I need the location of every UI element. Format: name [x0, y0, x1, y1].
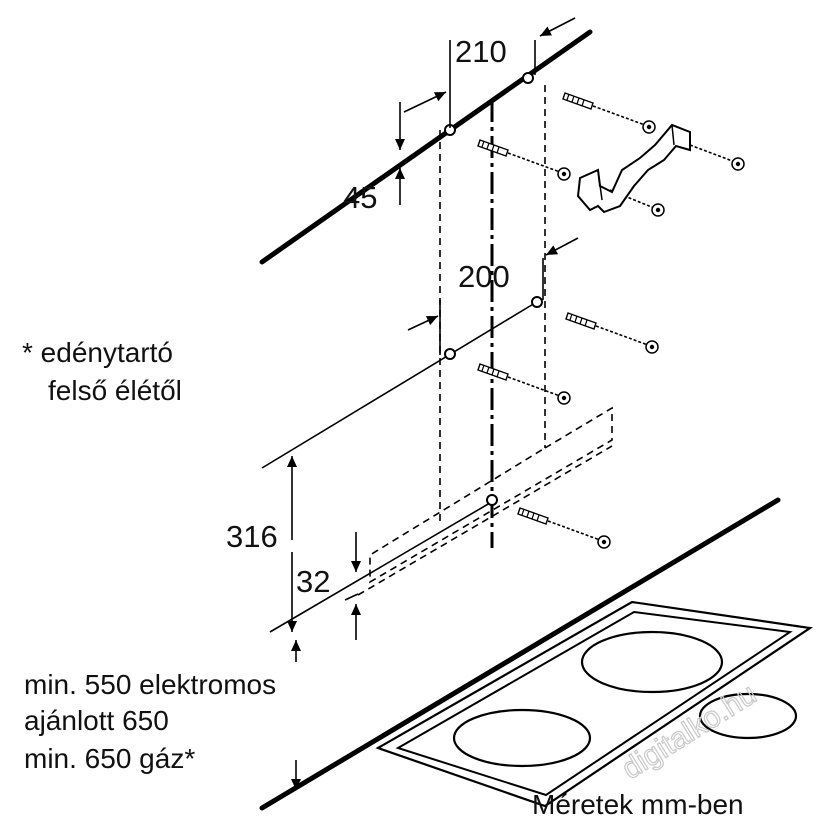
cooktop — [375, 600, 813, 808]
dowel-5 — [517, 507, 611, 549]
note-pot-line2: felső élétől — [48, 375, 182, 406]
units-note: Méretek mm-ben — [532, 789, 744, 820]
reference-line-lower — [269, 499, 496, 633]
dim-200-label: 200 — [458, 259, 510, 294]
reference-line-upper — [261, 299, 541, 469]
hole-mid-left — [444, 348, 456, 360]
hole-mid-right — [531, 296, 543, 308]
dowel-3 — [565, 312, 659, 354]
dim-32-label: 32 — [296, 564, 330, 599]
note-pot-line1: * edénytartó — [22, 337, 173, 368]
mounting-bracket — [576, 123, 691, 214]
note-min-gas: min. 650 gáz* — [24, 743, 195, 774]
dowel-1 — [562, 92, 656, 134]
dim-316-label: 316 — [226, 519, 278, 554]
dim-45-label: 45 — [343, 180, 377, 215]
hole-lower — [486, 494, 498, 506]
ceiling-line — [259, 29, 593, 265]
countertop-line — [259, 497, 781, 811]
dim-210-label: 210 — [455, 34, 507, 69]
chimney-outline — [369, 406, 613, 584]
cooking-zone-front-right — [698, 692, 798, 740]
hole-top-right — [522, 72, 534, 84]
note-recommended: ajánlott 650 — [24, 705, 169, 736]
cooking-zone-rear — [580, 630, 724, 694]
cooking-zone-front-left — [452, 708, 592, 768]
note-min-electric: min. 550 elektromos — [24, 669, 276, 700]
